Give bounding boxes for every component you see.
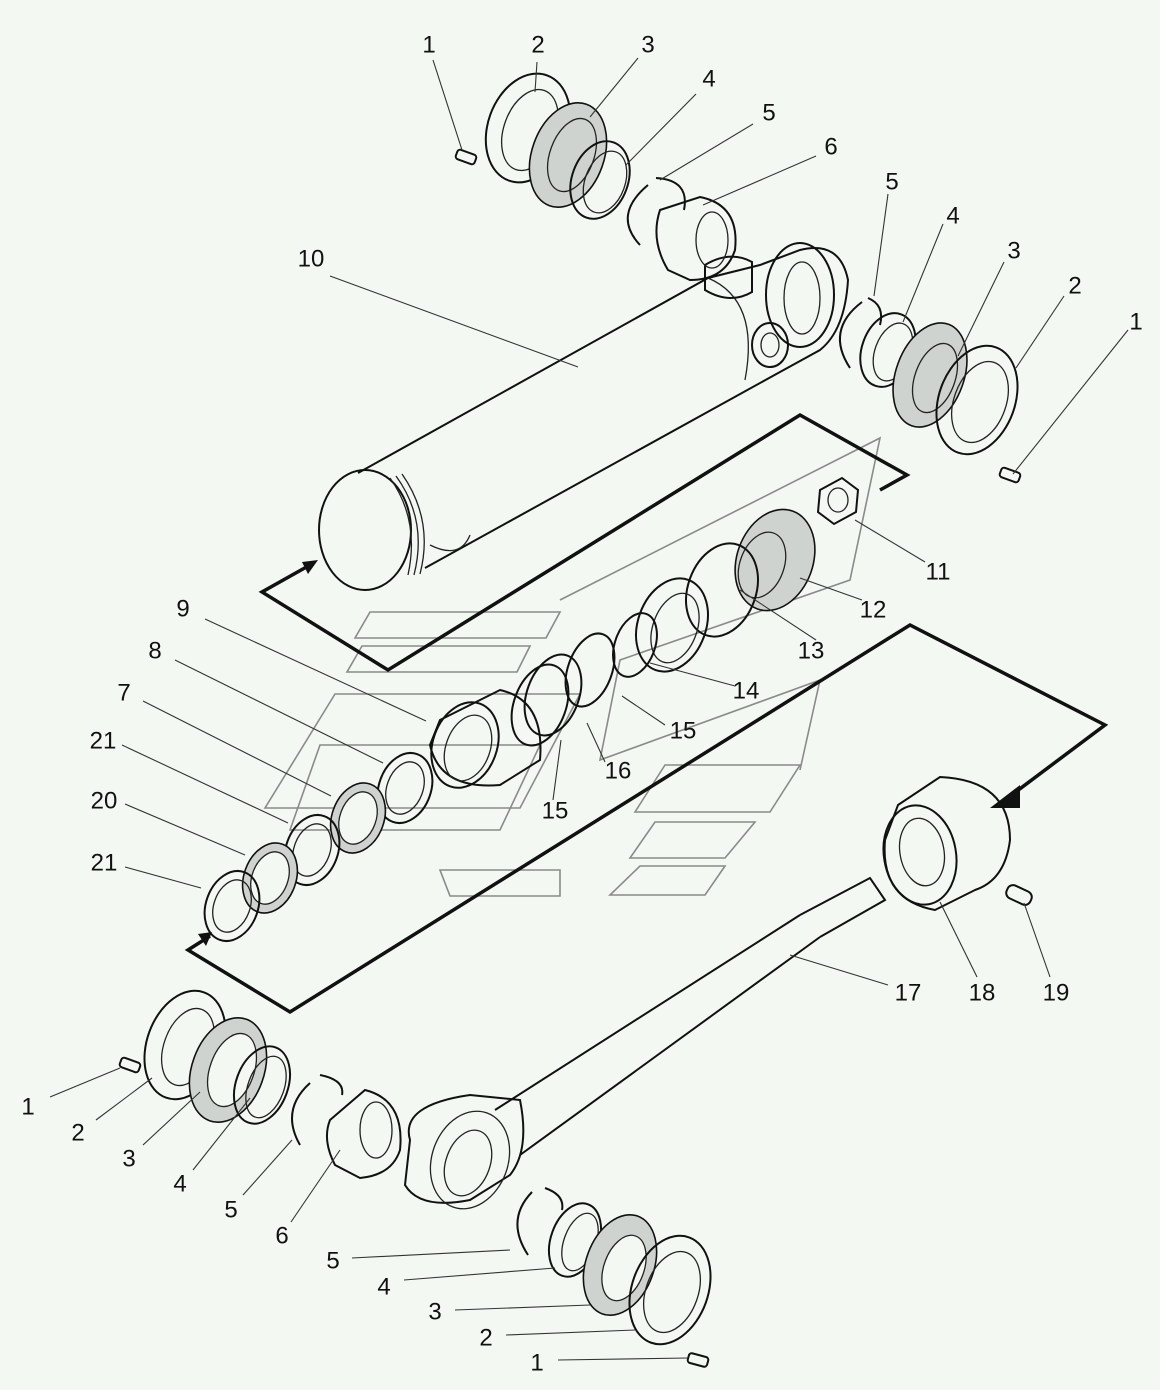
bearing-flange — [892, 322, 968, 428]
callout-label: 4 — [377, 1273, 390, 1300]
ring — [283, 814, 341, 886]
callout-label: 4 — [173, 1170, 186, 1197]
callout-label: 18 — [969, 979, 996, 1006]
watermark-stripe — [353, 611, 562, 639]
callout-label: 3 — [428, 1298, 441, 1325]
callout-label: 21 — [91, 849, 118, 876]
seal — [523, 653, 583, 737]
callout-label: 10 — [298, 245, 325, 272]
bolt — [686, 1352, 710, 1368]
watermark-stripe — [608, 865, 727, 896]
bearing — [325, 1088, 402, 1180]
callout-label: 1 — [1129, 308, 1142, 335]
flange-plate — [628, 1234, 712, 1346]
snap-ring — [516, 1187, 564, 1256]
bearing-flange — [188, 1016, 268, 1124]
watermark-stripe — [559, 436, 882, 771]
callout-label: 14 — [733, 677, 760, 704]
bolt — [118, 1056, 142, 1074]
leader-lines — [49, 57, 1129, 1361]
callout-label: 2 — [531, 31, 544, 58]
set-screw — [1005, 884, 1033, 906]
callout-label: 8 — [148, 637, 161, 664]
piston — [734, 508, 816, 612]
callout-label: 1 — [422, 31, 435, 58]
callout-label: 12 — [860, 596, 887, 623]
callout-label: 15 — [542, 797, 569, 824]
callout-label: 4 — [702, 65, 715, 92]
callout-label: 2 — [1068, 272, 1081, 299]
snap-ring — [838, 297, 883, 369]
callout-label: 5 — [885, 168, 898, 195]
callout-label: 5 — [224, 1196, 237, 1223]
callout-label: 7 — [117, 679, 130, 706]
callout-label: 17 — [895, 979, 922, 1006]
o-ring — [635, 577, 709, 673]
callout-label: 1 — [21, 1093, 34, 1120]
callout-label: 2 — [479, 1324, 492, 1351]
seal-bushing — [569, 140, 631, 220]
callout-label: 21 — [90, 727, 117, 754]
watermark-stripe — [345, 645, 532, 673]
bearing-flange — [528, 101, 608, 209]
callout-label: 20 — [91, 787, 118, 814]
callout-label: 5 — [326, 1247, 339, 1274]
bolt — [454, 148, 478, 166]
assembly-bracket-bottom — [184, 622, 1109, 1015]
bearing — [655, 195, 737, 282]
callout-label: 6 — [824, 133, 837, 160]
watermark-stripe — [628, 821, 757, 859]
watermark-stripe — [263, 693, 582, 809]
rod-seal — [329, 782, 387, 854]
top-end-kit — [454, 72, 737, 282]
callout-label: 3 — [641, 31, 654, 58]
bearing-flange — [582, 1213, 658, 1317]
watermark-stripe — [438, 869, 561, 897]
bottom-left-end-kit — [118, 989, 402, 1180]
callout-label: 13 — [798, 637, 825, 664]
seal-rings — [203, 752, 434, 942]
callout-label: 6 — [275, 1222, 288, 1249]
cylinder-barrel — [318, 242, 850, 591]
callout-label: 9 — [176, 595, 189, 622]
callout-label: 16 — [605, 757, 632, 784]
callout-label: 2 — [71, 1119, 84, 1146]
callout-label: 3 — [1007, 237, 1020, 264]
callout-label: 11 — [926, 558, 951, 585]
callout-label: 15 — [670, 717, 697, 744]
assembly-bracket-top — [258, 412, 911, 673]
callout-label: 1 — [530, 1349, 543, 1376]
watermark-stripe — [288, 744, 542, 831]
piston-seal — [685, 542, 759, 638]
watermark-stripe — [633, 764, 802, 813]
callout-label: 3 — [122, 1145, 135, 1172]
callout-labels: 1 2 3 4 5 6 10 5 4 3 2 1 11 12 13 14 15 … — [21, 31, 1142, 1376]
bottom-right-end-kit — [516, 1187, 712, 1368]
nut — [816, 476, 860, 526]
callout-label: 5 — [762, 99, 775, 126]
back-up-ring — [564, 632, 616, 708]
callout-label: 19 — [1043, 979, 1070, 1006]
callout-label: 4 — [946, 202, 959, 229]
wiper — [241, 842, 299, 914]
piston-group — [428, 476, 860, 789]
flange-plate — [935, 344, 1019, 456]
ring — [376, 752, 434, 824]
snap-ring — [291, 1074, 344, 1146]
gland-nut — [882, 775, 1012, 912]
seal-bushing — [232, 1045, 292, 1125]
piston-rod — [403, 876, 887, 1210]
right-end-kit — [838, 297, 1022, 484]
bolt — [998, 466, 1022, 484]
gland — [428, 688, 542, 789]
o-ring — [612, 612, 658, 678]
ring — [203, 870, 261, 942]
